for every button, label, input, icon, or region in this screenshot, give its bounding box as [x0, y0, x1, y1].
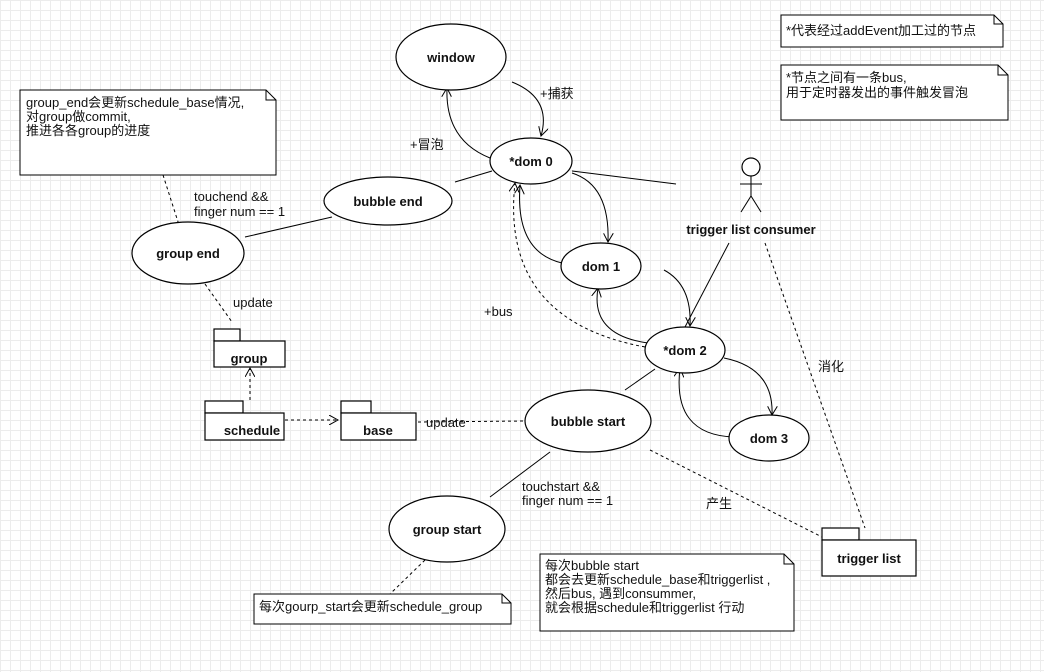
- label-touchend-1: touchend &&: [194, 189, 269, 204]
- line-bubbleend-groupend: [244, 216, 333, 238]
- node-dom0[interactable]: *dom 0: [489, 137, 573, 185]
- package-base[interactable]: base: [340, 400, 417, 441]
- label-consume: 消化: [818, 359, 844, 374]
- label-capture: +捕获: [540, 86, 574, 101]
- note-group-start-line-1: 每次gourp_start会更新schedule_group: [259, 599, 482, 614]
- package-base-label: base: [363, 423, 393, 438]
- label-update-group: update: [233, 295, 273, 310]
- note-bubble-start-line-3: 然后bus, 遇到consummer,: [545, 586, 696, 601]
- note-bus-line-2: 用于定时器发出的事件触发冒泡: [786, 85, 968, 100]
- node-dom0-label: *dom 0: [509, 154, 552, 169]
- line-dom0-actor: [571, 170, 677, 185]
- package-trigger-list-label: trigger list: [837, 551, 901, 566]
- label-update-base: update: [426, 415, 466, 430]
- node-group-start-label: group start: [413, 522, 482, 537]
- line-actor-dom2: [684, 242, 730, 328]
- edge-dom0-to-dom1: [571, 172, 608, 242]
- note-group-end-line-1: group_end会更新schedule_base情况,: [26, 95, 244, 110]
- node-window[interactable]: window: [395, 23, 507, 91]
- node-dom2-label: *dom 2: [663, 343, 706, 358]
- label-bus: +bus: [484, 304, 513, 319]
- note-group-end[interactable]: group_end会更新schedule_base情况, 对group做comm…: [19, 89, 277, 176]
- edge-dom1-to-dom0: [520, 185, 563, 264]
- edge-dom0-to-window: [447, 88, 491, 159]
- actor-trigger-list-consumer[interactable]: trigger list consumer: [686, 157, 816, 237]
- node-bubble-end[interactable]: bubble end: [323, 176, 453, 226]
- note-bubble-start-line-1: 每次bubble start: [545, 558, 639, 573]
- node-dom1[interactable]: dom 1: [560, 242, 642, 290]
- label-touchend-2: finger num == 1: [194, 204, 285, 219]
- node-group-end-label: group end: [156, 246, 220, 261]
- note-group-start[interactable]: 每次gourp_start会更新schedule_group: [253, 593, 512, 625]
- actor-head-icon: [741, 157, 761, 177]
- edge-bus: [514, 183, 646, 348]
- node-dom1-label: dom 1: [582, 259, 620, 274]
- note-bubble-start-line-2: 都会去更新schedule_base和triggerlist ,: [545, 572, 770, 587]
- note-bus-line-1: *节点之间有一条bus,: [786, 70, 907, 85]
- line-groupend-note: [162, 174, 181, 229]
- note-addevent[interactable]: *代表经过addEvent加工过的节点: [780, 14, 1004, 48]
- label-touchstart-2: finger num == 1: [522, 493, 613, 508]
- edge-window-to-dom0: [511, 81, 543, 136]
- note-bus[interactable]: *节点之间有一条bus, 用于定时器发出的事件触发冒泡: [780, 64, 1009, 121]
- line-bubblestart-triggerlist: [649, 449, 823, 538]
- label-produce: 产生: [706, 496, 732, 511]
- label-bubble: +冒泡: [410, 137, 444, 152]
- note-group-end-line-2: 对group做commit,: [26, 109, 131, 124]
- node-bubble-start[interactable]: bubble start: [524, 389, 652, 453]
- edge-dom3-to-dom2: [679, 368, 735, 438]
- package-group[interactable]: group: [213, 328, 286, 368]
- node-group-start[interactable]: group start: [388, 495, 506, 563]
- actor-label: trigger list consumer: [686, 222, 815, 237]
- edge-dom2-to-dom1: [597, 288, 649, 344]
- node-dom3[interactable]: dom 3: [728, 414, 810, 462]
- line-groupstart-note: [389, 559, 426, 595]
- line-bubblestart-groupstart: [489, 451, 551, 498]
- node-dom2[interactable]: *dom 2: [644, 326, 726, 374]
- package-schedule-label: schedule: [224, 423, 280, 438]
- line-actor-triggerlist: [764, 242, 866, 529]
- note-bubble-start-line-4: 就会根据schedule和triggerlist 行动: [545, 600, 744, 615]
- note-addevent-line-1: *代表经过addEvent加工过的节点: [786, 23, 976, 38]
- node-dom3-label: dom 3: [750, 431, 788, 446]
- node-bubble-end-label: bubble end: [353, 194, 422, 209]
- label-touchstart-1: touchstart &&: [522, 479, 600, 494]
- node-group-end[interactable]: group end: [131, 221, 245, 285]
- note-group-end-line-3: 推进各各group的进度: [26, 123, 150, 138]
- line-dom2-bubblestart: [624, 368, 656, 391]
- note-bubble-start[interactable]: 每次bubble start 都会去更新schedule_base和trigge…: [539, 553, 795, 632]
- line-dom0-bubbleend: [454, 170, 493, 183]
- node-bubble-start-label: bubble start: [551, 414, 626, 429]
- edge-dom2-to-dom3: [723, 357, 772, 415]
- package-group-label: group: [231, 351, 268, 366]
- package-trigger-list[interactable]: trigger list: [821, 527, 917, 577]
- line-groupend-group: [204, 283, 233, 323]
- node-window-label: window: [426, 50, 476, 65]
- package-schedule[interactable]: schedule: [204, 400, 285, 441]
- edge-dom1-to-dom2: [663, 269, 690, 326]
